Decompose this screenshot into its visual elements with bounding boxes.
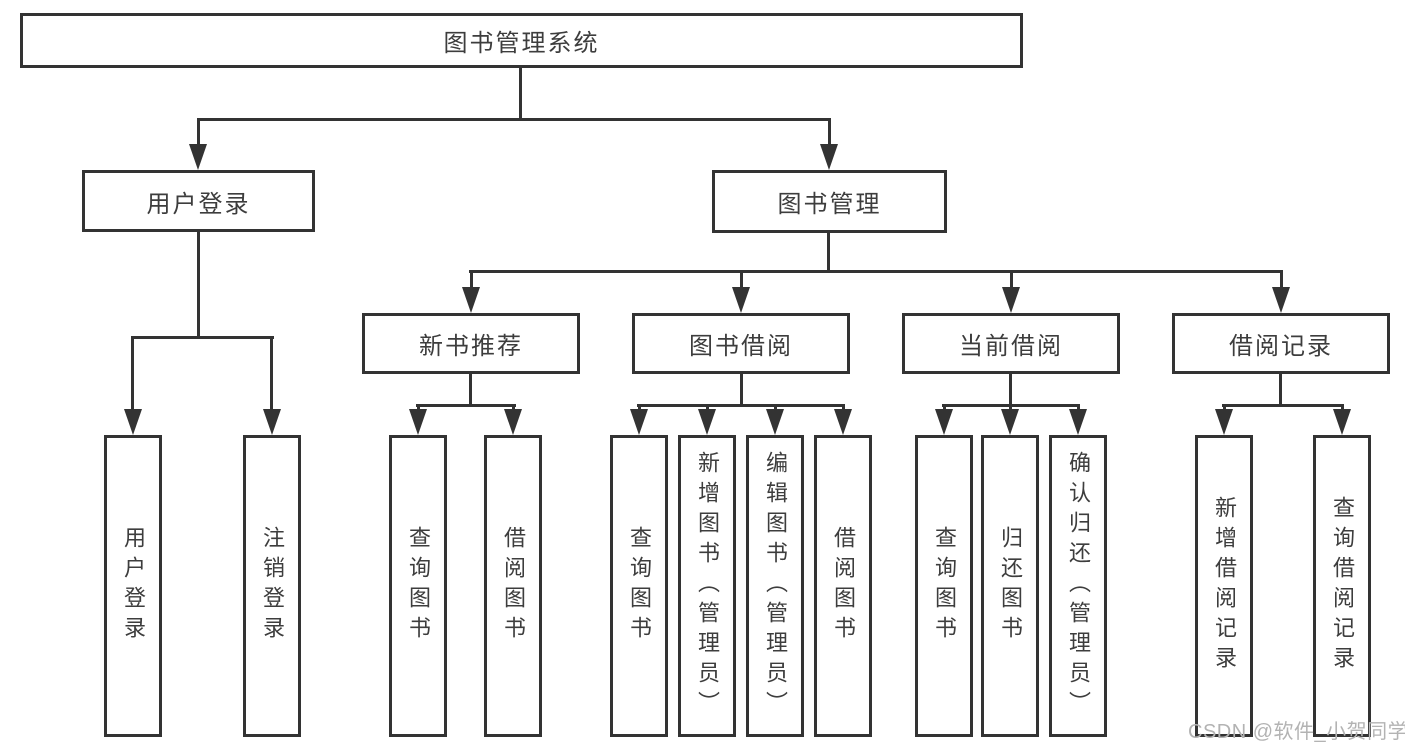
leaf-label: 查询图书 [932, 526, 957, 646]
connector-line [197, 232, 200, 339]
node-book-borrowing: 图书借阅 [632, 313, 850, 374]
connector-line [827, 233, 830, 273]
leaf-label: 编辑图书（管理员） [763, 451, 788, 721]
csdn-watermark: CSDN @软件_小贺同学 [1188, 721, 1405, 743]
leaf-query-books-borrowing: 查询图书 [610, 435, 668, 737]
leaf-confirm-return-admin: 确认归还（管理员） [1049, 435, 1107, 737]
connector-line [740, 374, 743, 407]
leaf-label: 确认归还（管理员） [1066, 451, 1091, 721]
leaf-borrow-books: 借阅图书 [814, 435, 872, 737]
leaf-label: 用户登录 [121, 526, 146, 646]
leaf-query-books-recommend: 查询图书 [389, 435, 447, 737]
connector-line [197, 118, 831, 121]
connector-line [519, 68, 522, 121]
node-user-login: 用户登录 [82, 170, 315, 232]
connector-line [131, 336, 274, 339]
node-library-management-system: 图书管理系统 [20, 13, 1023, 68]
connector-line [1009, 374, 1012, 407]
leaf-label: 查询借阅记录 [1330, 496, 1355, 676]
arrow-down-icon [1001, 409, 1019, 435]
leaf-return-books: 归还图书 [981, 435, 1039, 737]
leaf-add-borrow-record: 新增借阅记录 [1195, 435, 1253, 737]
node-borrowing-records: 借阅记录 [1172, 313, 1390, 374]
connector-line [828, 118, 831, 150]
leaf-label: 借阅图书 [501, 526, 526, 646]
arrow-down-icon [766, 409, 784, 435]
connector-line [1279, 374, 1282, 407]
leaf-label: 新增图书（管理员） [695, 451, 720, 721]
leaf-user-login: 用户登录 [104, 435, 162, 737]
connector-line [1010, 270, 1013, 292]
arrow-down-icon [834, 409, 852, 435]
leaf-query-borrow-record: 查询借阅记录 [1313, 435, 1371, 737]
connector-line [469, 270, 1283, 273]
leaf-label: 注销登录 [260, 526, 285, 646]
node-book-management: 图书管理 [712, 170, 947, 233]
leaf-label: 查询图书 [406, 526, 431, 646]
arrow-down-icon [935, 409, 953, 435]
leaf-label: 借阅图书 [831, 526, 856, 646]
connector-line [131, 336, 134, 414]
connector-line [469, 374, 472, 407]
arrow-down-icon [820, 144, 838, 170]
arrow-down-icon [1002, 287, 1020, 313]
leaf-label: 查询图书 [627, 526, 652, 646]
node-new-book-recommendation: 新书推荐 [362, 313, 580, 374]
connector-line [470, 270, 473, 292]
arrow-down-icon [1215, 409, 1233, 435]
connector-line [637, 404, 845, 407]
leaf-query-books-current: 查询图书 [915, 435, 973, 737]
connector-line [197, 118, 200, 150]
arrow-down-icon [462, 287, 480, 313]
arrow-down-icon [263, 409, 281, 435]
arrow-down-icon [1272, 287, 1290, 313]
leaf-label: 新增借阅记录 [1212, 496, 1237, 676]
leaf-borrow-books-recommend: 借阅图书 [484, 435, 542, 737]
node-current-borrowing: 当前借阅 [902, 313, 1120, 374]
arrow-down-icon [409, 409, 427, 435]
leaf-logout: 注销登录 [243, 435, 301, 737]
connector-line [740, 270, 743, 292]
leaf-add-books-admin: 新增图书（管理员） [678, 435, 736, 737]
arrow-down-icon [189, 144, 207, 170]
arrow-down-icon [1333, 409, 1351, 435]
leaf-edit-books-admin: 编辑图书（管理员） [746, 435, 804, 737]
arrow-down-icon [630, 409, 648, 435]
connector-line [270, 336, 273, 414]
leaf-label: 归还图书 [998, 526, 1023, 646]
arrow-down-icon [124, 409, 142, 435]
connector-line [1280, 270, 1283, 292]
arrow-down-icon [732, 287, 750, 313]
arrow-down-icon [698, 409, 716, 435]
connector-line [416, 404, 516, 407]
arrow-down-icon [504, 409, 522, 435]
arrow-down-icon [1069, 409, 1087, 435]
connector-line [1222, 404, 1344, 407]
